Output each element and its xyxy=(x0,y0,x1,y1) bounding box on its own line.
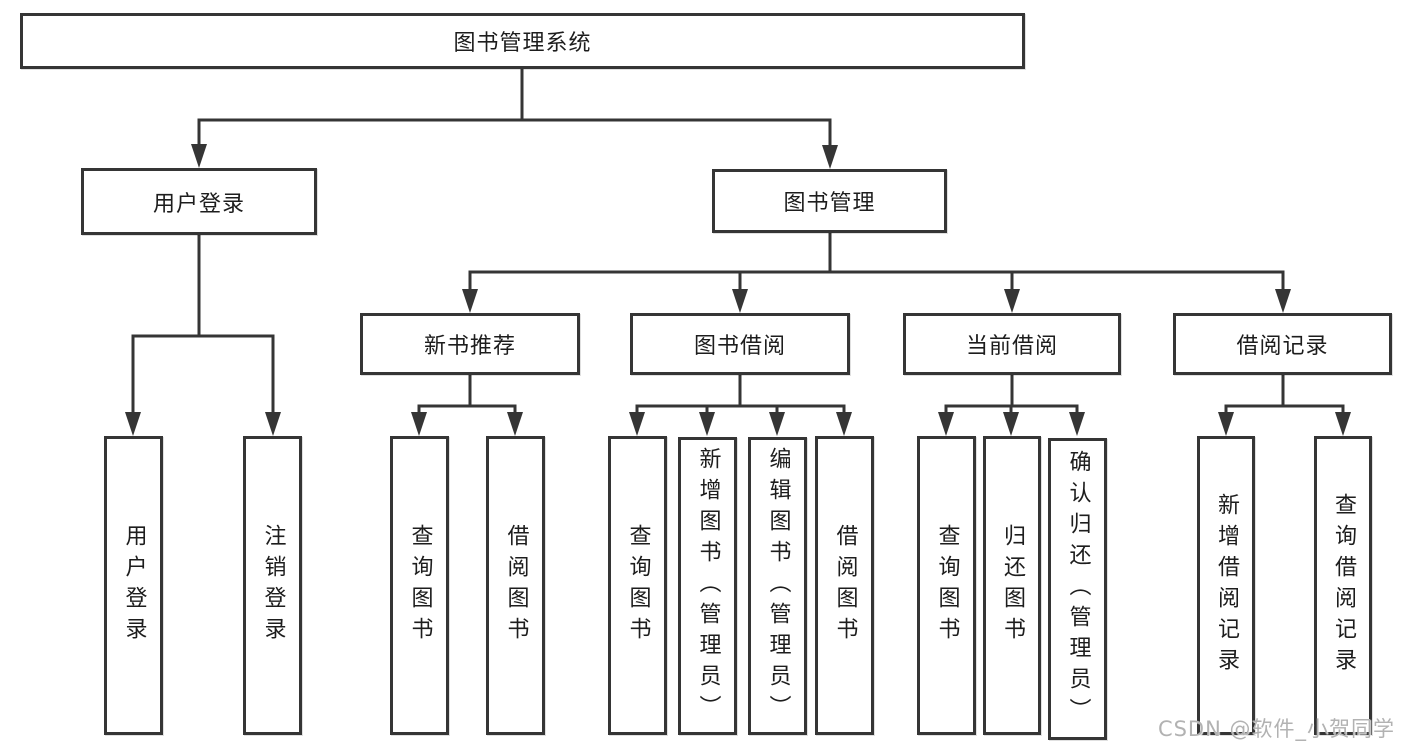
node-library-management-system: 图书管理系统 xyxy=(20,13,1025,69)
arrowhead xyxy=(191,144,207,168)
arrowhead xyxy=(822,145,838,169)
node-book-borrowing: 图书借阅 xyxy=(630,313,850,375)
arrowhead xyxy=(769,412,785,436)
leaf-label: 查询图书 xyxy=(407,523,433,648)
node-label: 当前借阅 xyxy=(965,334,1058,359)
leaf-user-login: 用户登录 xyxy=(104,436,163,735)
leaf-confirm-return-admin: 确认归还（管理员） xyxy=(1048,438,1107,740)
leaf-label: 注销登录 xyxy=(260,523,286,648)
node-label: 图书借阅 xyxy=(693,334,786,359)
node-label: 用户登录 xyxy=(152,191,245,217)
node-current-borrowing: 当前借阅 xyxy=(903,313,1121,375)
leaf-borrow-book: 借阅图书 xyxy=(815,436,874,735)
arrowhead xyxy=(265,412,281,436)
leaf-query-book-borrowing: 查询图书 xyxy=(608,436,667,735)
arrowhead xyxy=(1335,412,1351,436)
arrowhead xyxy=(836,412,852,436)
leaf-logout-login: 注销登录 xyxy=(243,436,302,735)
leaf-label: 确认归还（管理员） xyxy=(1065,449,1091,729)
arrowhead xyxy=(938,412,954,436)
node-label: 图书管理 xyxy=(783,191,876,216)
arrowhead xyxy=(629,412,645,436)
leaf-label: 用户登录 xyxy=(121,523,147,648)
arrowhead xyxy=(1004,289,1020,313)
leaf-label: 查询图书 xyxy=(625,523,651,648)
leaf-borrow-book-recommend: 借阅图书 xyxy=(486,436,545,735)
leaf-label: 新增图书（管理员） xyxy=(695,446,721,726)
leaf-add-book-admin: 新增图书（管理员） xyxy=(678,437,737,735)
leaf-label: 查询图书 xyxy=(934,523,960,648)
arrowhead xyxy=(507,412,523,436)
node-label: 图书管理系统 xyxy=(453,31,592,56)
node-borrowing-records: 借阅记录 xyxy=(1173,313,1392,375)
leaf-label: 查询借阅记录 xyxy=(1331,492,1356,679)
arrowhead xyxy=(125,412,141,436)
arrowhead xyxy=(1275,289,1291,313)
leaf-label: 新增借阅记录 xyxy=(1214,492,1239,679)
arrowhead xyxy=(411,412,427,436)
node-book-management: 图书管理 xyxy=(712,169,947,233)
node-label: 借阅记录 xyxy=(1236,334,1329,359)
node-user-login: 用户登录 xyxy=(81,168,317,235)
leaf-edit-book-admin: 编辑图书（管理员） xyxy=(748,437,807,735)
arrowhead xyxy=(1003,412,1019,436)
leaf-add-borrow-record: 新增借阅记录 xyxy=(1197,436,1255,735)
node-label: 新书推荐 xyxy=(423,334,516,359)
leaf-label: 归还图书 xyxy=(1000,523,1025,648)
arrowhead xyxy=(462,289,478,313)
watermark: CSDN @软件_小贺同学 xyxy=(1157,717,1395,741)
arrowhead xyxy=(699,412,715,436)
leaf-label: 借阅图书 xyxy=(503,523,529,648)
arrowhead xyxy=(1218,412,1234,436)
leaf-label: 借阅图书 xyxy=(832,523,858,648)
arrowhead xyxy=(732,289,748,313)
node-new-book-recommendation: 新书推荐 xyxy=(360,313,580,375)
leaf-label: 编辑图书（管理员） xyxy=(765,446,791,726)
arrowhead xyxy=(1069,412,1085,436)
leaf-query-book-recommend: 查询图书 xyxy=(390,436,449,735)
leaf-query-borrow-record: 查询借阅记录 xyxy=(1314,436,1372,735)
leaf-query-book-current: 查询图书 xyxy=(917,436,976,735)
leaf-return-book: 归还图书 xyxy=(983,436,1041,735)
